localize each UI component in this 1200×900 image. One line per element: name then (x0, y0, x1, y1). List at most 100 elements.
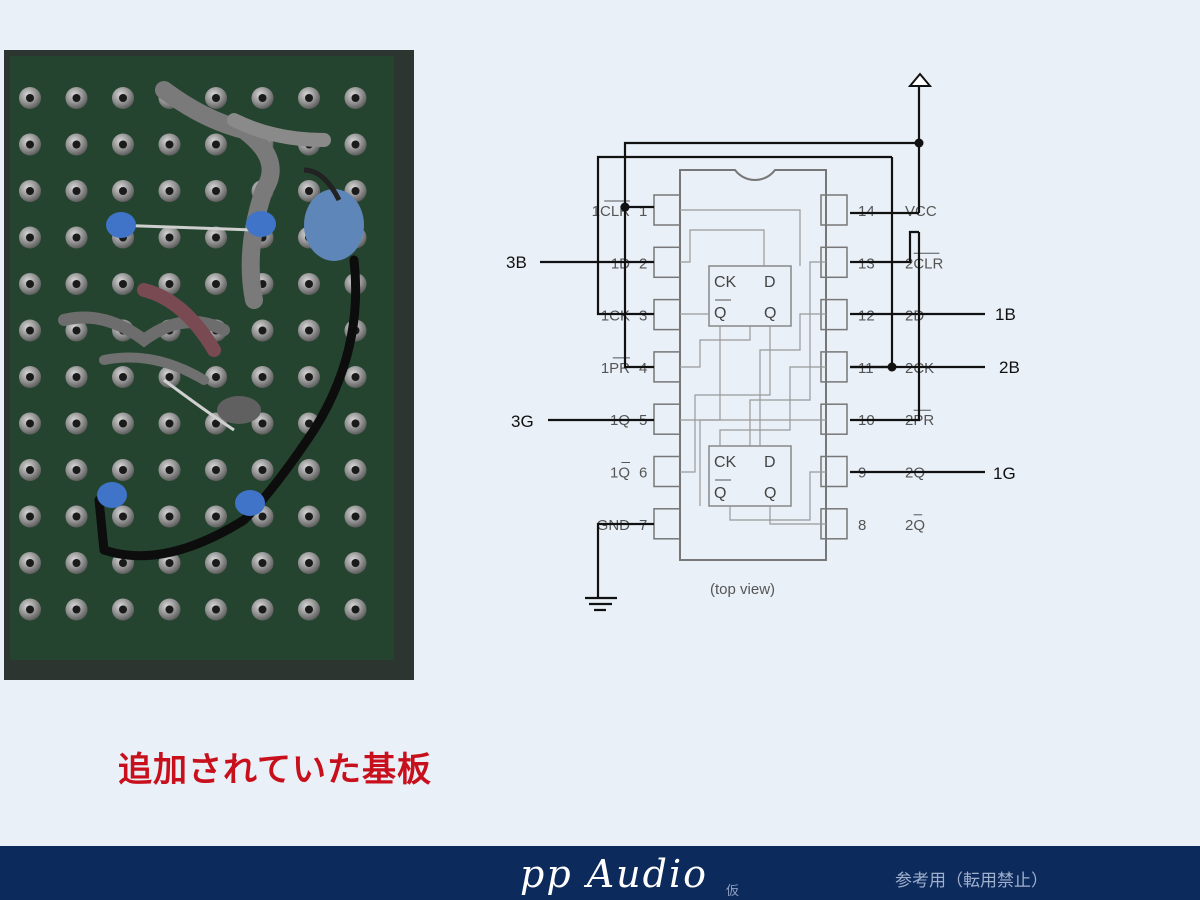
pcb-hole (305, 280, 313, 288)
ff1-ck: CK (714, 274, 737, 291)
pcb-hole (258, 512, 267, 521)
pcb-hole (212, 373, 220, 381)
pcb-hole (119, 373, 127, 381)
ic-pin-4 (653, 351, 681, 383)
pin-label: 2D (905, 308, 924, 325)
ic-pin-2 (653, 246, 681, 279)
pcb-hole (119, 512, 127, 521)
jumper-wire (99, 255, 361, 561)
label-3b: 3B (506, 253, 527, 272)
ic-pin-6 (653, 455, 681, 488)
pcb-hole (72, 419, 81, 428)
label-3g: 3G (511, 412, 534, 431)
pcb-hole (119, 140, 127, 149)
pcb-hole (72, 326, 81, 335)
pcb-hole (212, 140, 220, 149)
pcb-hole (212, 94, 220, 102)
pcb-hole (26, 233, 34, 242)
pcb-hole (119, 94, 127, 102)
pin-label: GND (597, 517, 631, 534)
pcb-hole (351, 605, 360, 614)
label-1b: 1B (995, 305, 1016, 324)
pcb-hole (72, 140, 81, 149)
pcb-hole (212, 466, 220, 474)
pcb-hole (26, 187, 34, 195)
pcb-hole (212, 512, 220, 521)
pcb-hole (26, 605, 34, 614)
flip-flop-1: CK D Q Q (708, 265, 792, 327)
pcb-hole (72, 280, 81, 288)
ic-pin-5 (653, 403, 681, 435)
pcb-hole (351, 466, 360, 474)
pcb-hole (165, 512, 174, 521)
pcb-hole (165, 233, 174, 242)
ic-body (679, 169, 827, 561)
ff2-d: D (764, 454, 776, 471)
pcb-hole (258, 559, 267, 567)
pcb-hole (258, 605, 267, 614)
pcb-hole (165, 419, 174, 428)
ff2-q: Q (764, 485, 776, 502)
marker-dot (246, 211, 276, 237)
ff1-q: Q (764, 305, 776, 322)
pcb-hole (212, 233, 220, 242)
pcb-hole (305, 94, 313, 102)
pcb-hole (351, 94, 360, 102)
pcb-hole (72, 94, 81, 102)
pcb-hole (26, 559, 34, 567)
pcb-hole (26, 94, 34, 102)
pcb-hole (165, 466, 174, 474)
pcb-hole (72, 233, 81, 242)
pcb-hole (305, 419, 313, 428)
pcb-hole (258, 326, 267, 335)
pcb-hole (305, 326, 313, 335)
pcb-photo (4, 50, 414, 680)
marker-dot (106, 212, 136, 238)
pcb-hole (119, 280, 127, 288)
pin-number: 12 (858, 308, 875, 325)
pcb-hole (72, 373, 81, 381)
ic-pin-1 (653, 194, 681, 226)
pcb-hole (212, 187, 220, 195)
pcb-hole (305, 187, 313, 195)
pcb-hole (26, 280, 34, 288)
pcb-hole (72, 605, 81, 614)
ic-pin-14 (820, 194, 848, 226)
pcb-hole (26, 373, 34, 381)
pcb-hole (165, 373, 174, 381)
pcb-hole (72, 187, 81, 195)
pcb-hole (212, 559, 220, 567)
pcb-hole (305, 605, 313, 614)
pcb-hole (72, 466, 81, 474)
ff2-qbar: Q (714, 485, 726, 502)
pin-label: VCC (905, 203, 937, 220)
ic-pin-7 (653, 508, 681, 540)
external-wiring (540, 85, 985, 612)
ff1-qbar: Q (714, 305, 726, 322)
brand-logo: pp Audio (520, 852, 709, 896)
pcb-hole (26, 326, 34, 335)
pcb-hole (165, 605, 174, 614)
pcb-hole (351, 559, 360, 567)
pcb-hole (351, 512, 360, 521)
ic-pin-3 (653, 298, 681, 331)
ic-pin-10 (820, 403, 848, 435)
pcb-hole (72, 559, 81, 567)
pin-number: 6 (639, 465, 647, 482)
pin-label: 1D (611, 255, 630, 272)
pcb-hole (165, 559, 174, 567)
flip-flop-2: CK D Q Q (708, 445, 792, 507)
pcb-hole (26, 140, 34, 149)
pin-number: 3 (639, 308, 647, 325)
pin-number: 1 (639, 203, 647, 220)
pin-label: 2CLR (905, 255, 944, 272)
ff1-d: D (764, 274, 776, 291)
pcb-hole (165, 187, 174, 195)
label-2b: 2B (999, 358, 1020, 377)
pcb-hole (305, 559, 313, 567)
pin-number: 13 (858, 255, 875, 272)
pin-number: 4 (639, 360, 647, 377)
pcb-hole (212, 280, 220, 288)
